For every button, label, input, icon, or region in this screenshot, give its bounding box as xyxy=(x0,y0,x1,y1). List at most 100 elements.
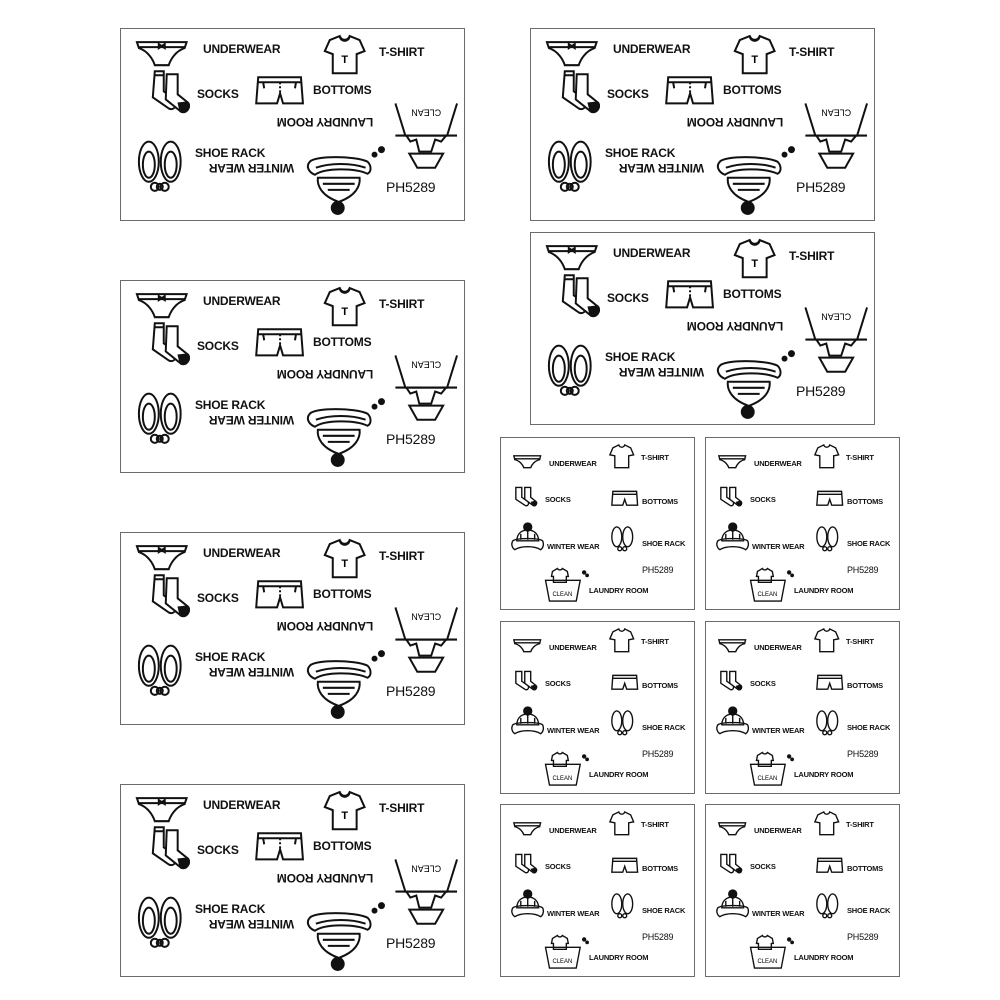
sticker-sheet-small: CLEAN UNDERWEAR T-SHIRT SOCKS BOTTOMS WI… xyxy=(705,804,900,977)
label-winter-wear: WINTER WEAR xyxy=(547,542,600,551)
clean-text: CLEAN xyxy=(411,359,441,369)
label-underwear: UNDERWEAR xyxy=(203,294,281,308)
tshirt-icon xyxy=(813,810,840,836)
socks-icon xyxy=(151,826,191,870)
clean-text: CLEAN xyxy=(757,959,777,965)
sheet-icons: CLEAN xyxy=(511,627,639,786)
label-product-code: PH5289 xyxy=(386,179,436,195)
winter-hat-icon xyxy=(511,706,545,735)
bottoms-icon xyxy=(255,832,305,861)
clean-text: CLEAN xyxy=(821,107,851,117)
winter-hat-icon xyxy=(716,156,782,215)
label-socks: SOCKS xyxy=(750,862,776,871)
label-underwear: UNDERWEAR xyxy=(613,246,691,260)
sticker-sheet-large: T CLE xyxy=(530,28,875,221)
sheet-icons: CLEAN xyxy=(716,627,844,786)
sheet-icons: T CLE xyxy=(135,286,458,467)
label-tshirt: T-SHIRT xyxy=(789,45,835,59)
label-shoe-rack: SHOE RACK xyxy=(195,902,266,916)
socks-icon xyxy=(720,486,743,507)
label-tshirt: T-SHIRT xyxy=(641,820,669,829)
sticker-sheet-small: CLEAN UNDERWEAR T-SHIRT SOCKS BOTTOMS WI… xyxy=(705,621,900,794)
socks-icon xyxy=(151,322,191,366)
label-winter-wear: WINTER WEAR xyxy=(209,917,295,931)
label-product-code: PH5289 xyxy=(847,932,879,942)
shoes-icon xyxy=(137,140,182,192)
label-tshirt: T-SHIRT xyxy=(641,453,669,462)
shoes-icon xyxy=(137,392,182,444)
tshirt-letter: T xyxy=(751,54,758,66)
label-product-code: PH5289 xyxy=(847,565,879,575)
label-winter-wear: WINTER WEAR xyxy=(209,665,295,679)
tshirt-letter: T xyxy=(341,306,348,318)
underwear-icon xyxy=(135,797,188,823)
bottoms-icon xyxy=(611,490,639,506)
clean-text: CLEAN xyxy=(411,611,441,621)
sheet-icons: CLEAN xyxy=(716,810,844,969)
bottoms-icon xyxy=(255,76,305,105)
label-shoe-rack: SHOE RACK xyxy=(642,723,686,732)
shoes-icon xyxy=(611,893,634,919)
underwear-icon xyxy=(512,639,542,653)
winter-hat-icon xyxy=(511,889,545,918)
socks-icon xyxy=(720,670,743,691)
label-tshirt: T-SHIRT xyxy=(379,801,425,815)
label-socks: SOCKS xyxy=(545,679,571,688)
sticker-sheet-small: CLEAN UNDERWEAR T-SHIRT SOCKS BOTTOMS WI… xyxy=(500,437,695,610)
laundry-basket-icon xyxy=(371,607,458,673)
label-tshirt: T-SHIRT xyxy=(379,549,425,563)
label-winter-wear: WINTER WEAR xyxy=(547,909,600,918)
label-shoe-rack: SHOE RACK xyxy=(847,723,891,732)
label-underwear: UNDERWEAR xyxy=(549,826,597,835)
label-product-code: PH5289 xyxy=(386,683,436,699)
sticker-sheet-large: T CLE xyxy=(530,232,875,425)
tshirt-icon xyxy=(323,538,366,579)
laundry-basin-icon xyxy=(544,934,589,969)
label-underwear: UNDERWEAR xyxy=(613,42,691,56)
bottoms-icon xyxy=(611,857,639,873)
label-product-code: PH5289 xyxy=(642,565,674,575)
label-bottoms: BOTTOMS xyxy=(642,497,678,506)
tshirt-icon xyxy=(323,34,366,75)
label-laundry-room: LAUNDRY ROOM xyxy=(794,770,854,779)
sticker-sheet-small: CLEAN UNDERWEAR T-SHIRT SOCKS BOTTOMS WI… xyxy=(500,804,695,977)
label-laundry-room: LAUNDRY ROOM xyxy=(589,586,649,595)
label-product-code: PH5289 xyxy=(642,749,674,759)
label-bottoms: BOTTOMS xyxy=(847,681,883,690)
label-bottoms: BOTTOMS xyxy=(313,83,372,97)
label-product-code: PH5289 xyxy=(386,935,436,951)
underwear-icon xyxy=(545,245,598,271)
label-product-code: PH5289 xyxy=(796,383,846,399)
tshirt-icon xyxy=(733,34,776,75)
sticker-sheet-large: T CLE xyxy=(120,28,465,221)
label-winter-wear: WINTER WEAR xyxy=(547,726,600,735)
label-bottoms: BOTTOMS xyxy=(723,287,782,301)
shoes-icon xyxy=(611,710,634,736)
label-laundry-room: LAUNDRY ROOM xyxy=(589,770,649,779)
label-tshirt: T-SHIRT xyxy=(379,45,425,59)
sheet-icons: T CLE xyxy=(545,238,868,419)
label-product-code: PH5289 xyxy=(642,932,674,942)
label-underwear: UNDERWEAR xyxy=(203,798,281,812)
winter-hat-icon xyxy=(306,408,372,467)
sheet-icons: T CLE xyxy=(545,34,868,215)
socks-icon xyxy=(515,670,538,691)
winter-hat-icon xyxy=(716,360,782,419)
label-laundry-room: LAUNDRY ROOM xyxy=(794,953,854,962)
label-winter-wear: WINTER WEAR xyxy=(209,161,295,175)
clean-text: CLEAN xyxy=(757,592,777,598)
label-underwear: UNDERWEAR xyxy=(549,643,597,652)
label-bottoms: BOTTOMS xyxy=(313,335,372,349)
label-bottoms: BOTTOMS xyxy=(642,681,678,690)
winter-hat-icon xyxy=(511,522,545,551)
underwear-icon xyxy=(717,639,747,653)
underwear-icon xyxy=(135,545,188,571)
label-laundry-room: LAUNDRY ROOM xyxy=(277,115,374,129)
winter-hat-icon xyxy=(306,156,372,215)
underwear-icon xyxy=(512,822,542,836)
label-product-code: PH5289 xyxy=(796,179,846,195)
socks-icon xyxy=(561,274,601,318)
label-laundry-room: LAUNDRY ROOM xyxy=(687,319,784,333)
socks-icon xyxy=(151,574,191,618)
label-shoe-rack: SHOE RACK xyxy=(195,146,266,160)
